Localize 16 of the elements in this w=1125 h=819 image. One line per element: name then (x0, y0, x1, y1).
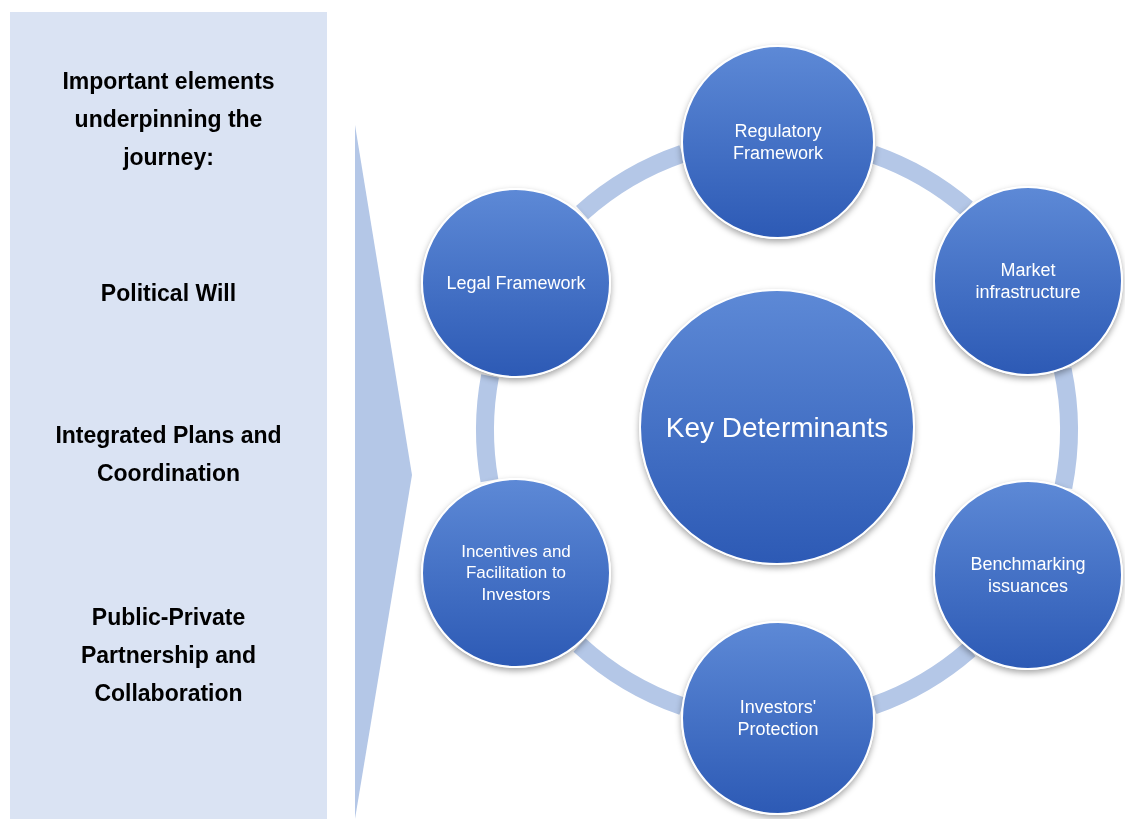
node-label: Key Determinants (664, 410, 890, 445)
node-label: Legal Framework (445, 271, 587, 295)
node-label: Regulatory Framework (732, 119, 824, 165)
ring-connector (1053, 368, 1078, 489)
node-label: Investors' Protection (736, 695, 820, 741)
panel-item: Political Will (99, 279, 238, 308)
panel-item: Public-Private Partnership and Collaboration (79, 603, 258, 708)
node-label: Benchmarking issuances (969, 552, 1087, 598)
panel-item: Integrated Plans and Coordination (54, 421, 283, 488)
side-panel (10, 12, 327, 819)
ring-connector (870, 146, 973, 216)
node-label: Market infrastructure (974, 258, 1082, 304)
ring-connector (476, 374, 499, 482)
ring-connector (870, 642, 976, 714)
panel-heading: Important elements underpinning the journey: (61, 67, 276, 172)
node-label: Incentives and Facilitation to Investors (460, 541, 572, 605)
